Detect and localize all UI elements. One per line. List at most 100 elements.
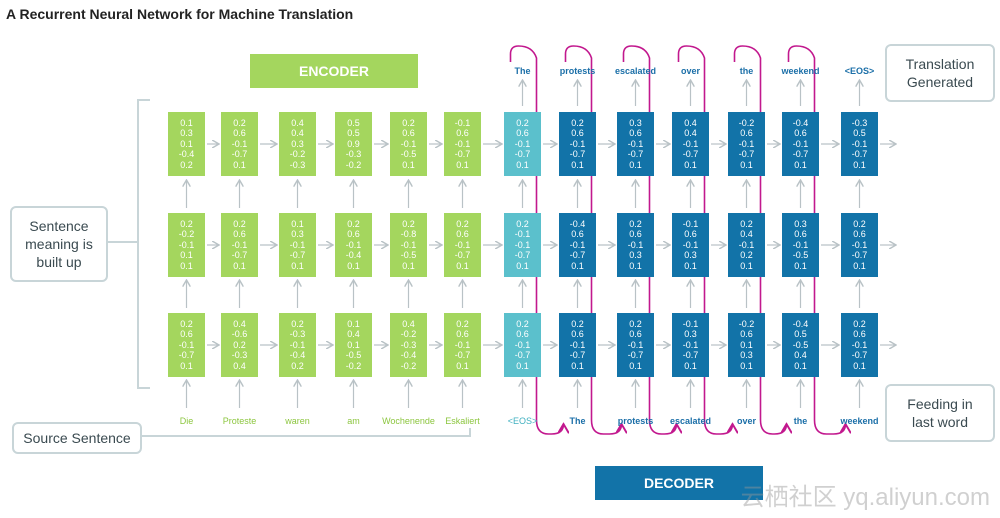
cell-value: -0.7 bbox=[178, 350, 195, 361]
cell-value: -0.3 bbox=[400, 339, 417, 350]
cell-value: 0.5 bbox=[347, 117, 360, 128]
cell-value: 0.1 bbox=[402, 260, 415, 271]
cell-value: 0.1 bbox=[180, 260, 193, 271]
source-word: Eskaliert bbox=[445, 416, 480, 426]
cell-value: -0.2 bbox=[738, 117, 755, 128]
cell-value: -0.5 bbox=[345, 350, 362, 361]
cell-value: 0.1 bbox=[456, 260, 469, 271]
cell-value: 0.1 bbox=[740, 339, 753, 350]
cell-value: -0.1 bbox=[400, 138, 417, 149]
decoder-header: DECODER bbox=[595, 466, 763, 500]
cell-value: 0.6 bbox=[853, 329, 866, 340]
cell-value: 0.3 bbox=[684, 250, 697, 261]
cell-value: -0.1 bbox=[289, 339, 306, 350]
cell-value: 0.6 bbox=[629, 229, 642, 240]
cell-value: -0.2 bbox=[400, 329, 417, 340]
cell-value: 0.6 bbox=[629, 329, 642, 340]
decoder-input-word: weekend bbox=[840, 416, 879, 426]
cell-value: -0.8 bbox=[400, 229, 417, 240]
cell-value: -0.5 bbox=[400, 250, 417, 261]
cell-value: 0.2 bbox=[516, 318, 529, 329]
cell-value: 0.6 bbox=[684, 229, 697, 240]
cell-value: -0.7 bbox=[851, 149, 868, 160]
cell-value: 0.3 bbox=[794, 218, 807, 229]
cell-value: 0.6 bbox=[571, 229, 584, 240]
cell-value: -0.7 bbox=[569, 250, 586, 261]
cell-value: 0.2 bbox=[853, 318, 866, 329]
output-word: the bbox=[739, 66, 754, 76]
cell-value: 0.2 bbox=[402, 117, 415, 128]
cell-value: 0.3 bbox=[291, 138, 304, 149]
cell-value: 0.6 bbox=[516, 329, 529, 340]
cell-value: 0.1 bbox=[180, 117, 193, 128]
cell-value: 0.1 bbox=[684, 360, 697, 371]
cell-value: -0.1 bbox=[851, 239, 868, 250]
cell-value: 0.4 bbox=[684, 128, 697, 139]
cell-value: -0.1 bbox=[682, 218, 699, 229]
cell-value: 0.2 bbox=[233, 117, 246, 128]
cell-value: -0.1 bbox=[289, 239, 306, 250]
cell-value: 0.1 bbox=[402, 159, 415, 170]
cell-value: -0.1 bbox=[454, 239, 471, 250]
cell-value: -0.1 bbox=[682, 239, 699, 250]
cell-value: -0.4 bbox=[345, 250, 362, 261]
cell-value: 0.4 bbox=[402, 318, 415, 329]
cell-value: -0.7 bbox=[851, 350, 868, 361]
cell-value: -0.2 bbox=[289, 149, 306, 160]
cell-value: 0.2 bbox=[740, 218, 753, 229]
cell-value: 0.2 bbox=[456, 318, 469, 329]
cell-value: -0.1 bbox=[569, 339, 586, 350]
cell-value: 0.5 bbox=[347, 128, 360, 139]
cell-value: 0.2 bbox=[180, 318, 193, 329]
cell-value: -0.7 bbox=[231, 149, 248, 160]
cell-value: -0.5 bbox=[792, 250, 809, 261]
cell-value: 0.6 bbox=[740, 128, 753, 139]
decoder-input-word: the bbox=[793, 416, 808, 426]
cell-value: 0.1 bbox=[516, 360, 529, 371]
cell-value: 0.1 bbox=[233, 260, 246, 271]
cell-value: 0.2 bbox=[456, 218, 469, 229]
cell-value: -0.1 bbox=[454, 117, 471, 128]
cell-value: -0.1 bbox=[514, 138, 531, 149]
cell-value: -0.1 bbox=[178, 239, 195, 250]
source-word: Die bbox=[179, 416, 194, 426]
cell-value: 0.6 bbox=[233, 128, 246, 139]
cell-value: 0.4 bbox=[684, 117, 697, 128]
cell-value: -0.1 bbox=[400, 239, 417, 250]
cell-value: -0.7 bbox=[627, 350, 644, 361]
cell-value: -0.2 bbox=[178, 229, 195, 240]
decoder-input-word: over bbox=[736, 416, 757, 426]
cell-value: 0.1 bbox=[571, 360, 584, 371]
cell-value: -0.3 bbox=[851, 117, 868, 128]
cell-value: -0.1 bbox=[851, 339, 868, 350]
cell-value: 0.2 bbox=[233, 339, 246, 350]
cell-value: -0.5 bbox=[400, 149, 417, 160]
cell-value: -0.7 bbox=[514, 149, 531, 160]
cell-value: -0.4 bbox=[400, 350, 417, 361]
cell-value: -0.1 bbox=[514, 229, 531, 240]
cell-value: 0.2 bbox=[347, 218, 360, 229]
cell-value: 0.6 bbox=[853, 229, 866, 240]
cell-value: 0.4 bbox=[740, 229, 753, 240]
feeding-label: Feeding in last word bbox=[907, 396, 973, 430]
cell-value: -0.7 bbox=[738, 149, 755, 160]
cell-value: -0.7 bbox=[454, 350, 471, 361]
encoder-cell: 0.4-0.2-0.3-0.4-0.2 bbox=[390, 313, 427, 377]
cell-value: 0.6 bbox=[456, 329, 469, 340]
cell-value: -0.3 bbox=[289, 159, 306, 170]
cell-value: 0.1 bbox=[291, 260, 304, 271]
cell-value: 0.6 bbox=[794, 229, 807, 240]
source-word: Proteste bbox=[222, 416, 257, 426]
cell-value: 0.3 bbox=[180, 128, 193, 139]
cell-value: 0.1 bbox=[233, 159, 246, 170]
